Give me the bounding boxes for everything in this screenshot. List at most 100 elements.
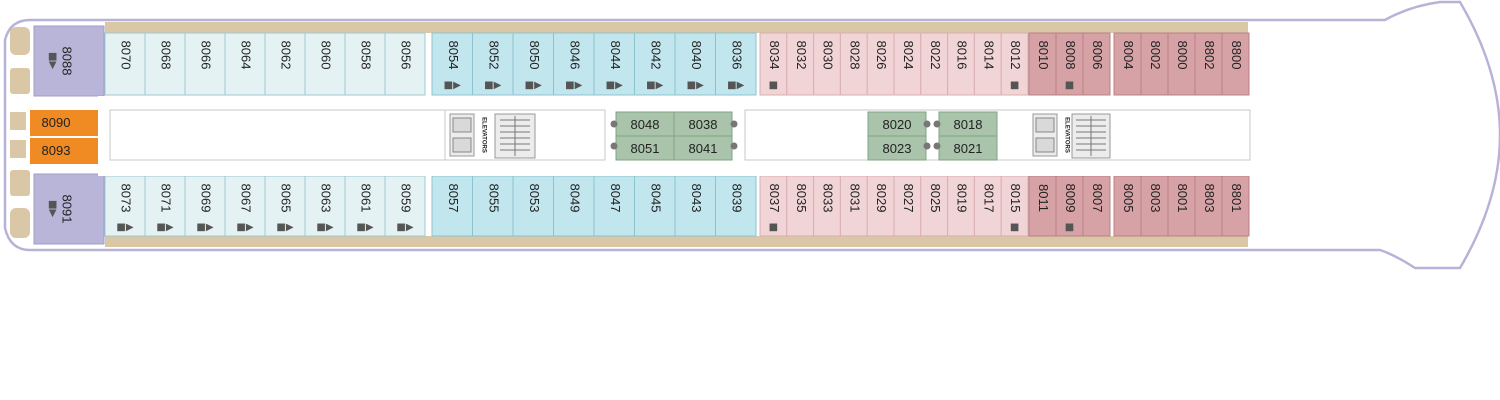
cabin-8049[interactable]: 8049 <box>553 175 595 237</box>
cabin-box <box>184 32 226 96</box>
cabin-box <box>1194 32 1223 96</box>
cabin-8002[interactable]: 8002 <box>1140 32 1169 96</box>
cabin-number: 8046 <box>567 41 582 70</box>
cabin-8053[interactable]: 8053 <box>512 175 554 237</box>
cabin-8051[interactable]: 8051 <box>615 135 675 161</box>
cabin-8015[interactable]: 8015■ <box>1000 175 1029 237</box>
cabin-8061[interactable]: 8061■▶ <box>344 175 386 237</box>
cabin-8023[interactable]: 8023 <box>867 135 927 161</box>
cabin-8007[interactable]: 8007 <box>1082 175 1111 237</box>
cabin-8031[interactable]: 8031 <box>839 175 868 237</box>
cabin-8802[interactable]: 8802 <box>1194 32 1223 96</box>
cabin-box <box>674 175 716 237</box>
cabin-8057[interactable]: 8057 <box>431 175 473 237</box>
cabin-8011[interactable]: 8011 <box>1028 175 1057 237</box>
cabin-box <box>553 32 595 96</box>
cabin-8067[interactable]: 8067■▶ <box>224 175 266 237</box>
cabin-8008[interactable]: 8008■ <box>1055 32 1084 96</box>
cabin-8030[interactable]: 8030 <box>813 32 841 96</box>
cabin-8055[interactable]: 8055 <box>472 175 514 237</box>
cabin-number: 8044 <box>608 41 623 70</box>
cabin-8026[interactable]: 8026 <box>866 32 895 96</box>
cabin-8038[interactable]: 8038 <box>673 111 733 137</box>
cabin-number: 8011 <box>1036 184 1051 212</box>
cabin-8800[interactable]: 8800 <box>1221 32 1250 96</box>
cabin-8016[interactable]: 8016 <box>947 32 975 96</box>
cabin-8014[interactable]: 8014 <box>973 32 1002 96</box>
cabin-8005[interactable]: 8005 <box>1113 175 1142 237</box>
cabin-8025[interactable]: 8025 <box>920 175 949 237</box>
cabin-8003[interactable]: 8003 <box>1140 175 1169 237</box>
cabin-8027[interactable]: 8027 <box>893 175 922 237</box>
cabin-8024[interactable]: 8024 <box>893 32 922 96</box>
cabin-8052[interactable]: 8052■▶ <box>472 32 514 96</box>
cabin-8041[interactable]: 8041 <box>673 135 733 161</box>
cabin-box <box>1140 32 1169 96</box>
cabin-box <box>344 32 386 96</box>
cabin-8043[interactable]: 8043 <box>674 175 716 237</box>
cabin-box <box>431 32 473 96</box>
cabin-number: 8067 <box>239 184 254 213</box>
cabin-8073[interactable]: 8073■▶ <box>104 175 146 237</box>
cabin-8066[interactable]: 8066 <box>184 32 226 96</box>
cabin-8037[interactable]: 8037■ <box>759 175 788 237</box>
cabin-number: 8009 <box>1063 184 1078 213</box>
cabin-8012[interactable]: 8012■ <box>1000 32 1029 96</box>
cabin-box <box>759 32 788 96</box>
cabin-8050[interactable]: 8050■▶ <box>512 32 554 96</box>
cabin-8019[interactable]: 8019 <box>947 175 975 237</box>
cabin-8018[interactable]: 8018 <box>938 111 998 137</box>
cabin-8036[interactable]: 8036■▶ <box>715 32 757 96</box>
cabin-8048[interactable]: 8048 <box>615 111 675 137</box>
cabin-8040[interactable]: 8040■▶ <box>674 32 716 96</box>
cabin-8045[interactable]: 8045 <box>634 175 676 237</box>
cabin-8034[interactable]: 8034■ <box>759 32 788 96</box>
cabin-8068[interactable]: 8068 <box>144 32 186 96</box>
cabin-8046[interactable]: 8046■▶ <box>553 32 595 96</box>
cabin-8028[interactable]: 8028 <box>839 32 868 96</box>
cabin-8063[interactable]: 8063■▶ <box>304 175 346 237</box>
cabin-8010[interactable]: 8010 <box>1028 32 1057 96</box>
cabin-8029[interactable]: 8029 <box>866 175 895 237</box>
cabin-8801[interactable]: 8801 <box>1221 175 1250 237</box>
cabin-8032[interactable]: 8032 <box>786 32 815 96</box>
cabin-8054[interactable]: 8054■▶ <box>431 32 473 96</box>
cabin-8021[interactable]: 8021 <box>938 135 998 161</box>
cabin-8039[interactable]: 8039 <box>715 175 757 237</box>
cabin-8065[interactable]: 8065■▶ <box>264 175 306 237</box>
cabin-8035[interactable]: 8035 <box>786 175 815 237</box>
cabin-number: 8007 <box>1090 184 1105 213</box>
cabin-8017[interactable]: 8017 <box>973 175 1002 237</box>
cabin-8006[interactable]: 8006 <box>1082 32 1111 96</box>
cabin-8044[interactable]: 8044■▶ <box>593 32 635 96</box>
cabin-8090[interactable]: 8090 <box>30 110 98 136</box>
cabin-8000[interactable]: 8000 <box>1167 32 1196 96</box>
cabin-8020[interactable]: 8020 <box>867 111 927 137</box>
aft-suite-8091[interactable]: 8091 <box>33 173 105 245</box>
cabin-8093[interactable]: 8093 <box>30 138 98 164</box>
cabin-8058[interactable]: 8058 <box>344 32 386 96</box>
cabin-8060[interactable]: 8060 <box>304 32 346 96</box>
cabin-8042[interactable]: 8042■▶ <box>634 32 676 96</box>
cabin-8062[interactable]: 8062 <box>264 32 306 96</box>
cabin-number: 8037 <box>767 184 782 213</box>
cabin-8071[interactable]: 8071■▶ <box>144 175 186 237</box>
cabin-8033[interactable]: 8033 <box>813 175 841 237</box>
cabin-8064[interactable]: 8064 <box>224 32 266 96</box>
cabin-8009[interactable]: 8009■ <box>1055 175 1084 237</box>
cabin-number: 8026 <box>874 41 889 70</box>
cabin-8803[interactable]: 8803 <box>1194 175 1223 237</box>
cabin-8004[interactable]: 8004 <box>1113 32 1142 96</box>
cabin-8022[interactable]: 8022 <box>920 32 949 96</box>
cabin-8059[interactable]: 8059■▶ <box>384 175 426 237</box>
aft-suite-8088[interactable]: 8088 <box>33 25 105 97</box>
cabin-8056[interactable]: 8056 <box>384 32 426 96</box>
cabin-8047[interactable]: 8047 <box>593 175 635 237</box>
svg-text:ELEVATORS: ELEVATORS <box>480 117 486 153</box>
cabin-number: 8002 <box>1148 41 1163 70</box>
cabin-8001[interactable]: 8001 <box>1167 175 1196 237</box>
cabin-8070[interactable]: 8070 <box>104 32 146 96</box>
cabin-8069[interactable]: 8069■▶ <box>184 175 226 237</box>
cabin-number: 8028 <box>847 41 862 70</box>
